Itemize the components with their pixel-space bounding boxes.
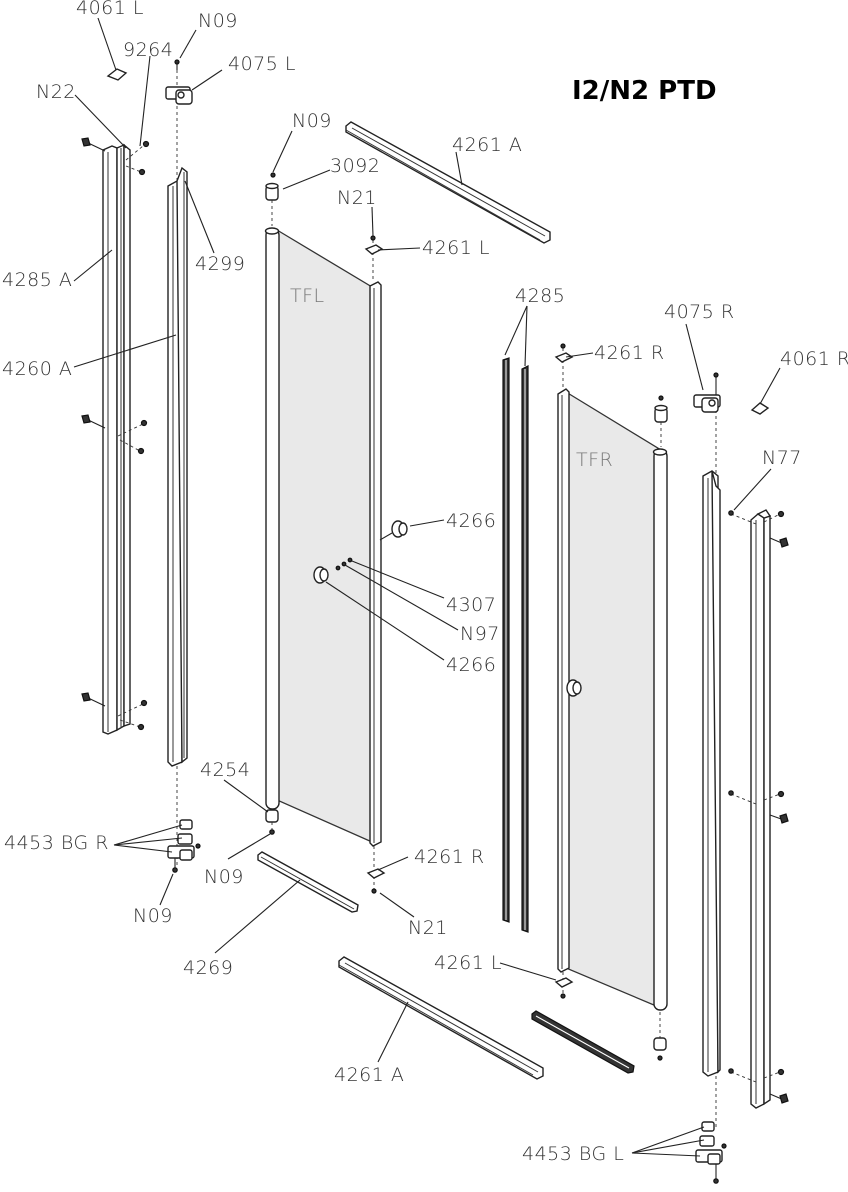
label-4266-top: 4266 <box>446 510 496 532</box>
door-left-tfl <box>264 172 408 894</box>
label-n09-bot: N09 <box>204 866 244 888</box>
label-n09-left: N09 <box>133 905 173 927</box>
label-4261r-bot: 4261 R <box>414 846 485 868</box>
hinge-top-right <box>693 372 770 415</box>
label-4075r: 4075 R <box>664 301 735 323</box>
wall-profile-right <box>728 509 789 1109</box>
glass-label-right: TFR <box>576 449 613 471</box>
label-n09-top: N09 <box>198 10 238 32</box>
label-3092: 3092 <box>330 155 380 177</box>
guide-4269 <box>257 851 359 913</box>
label-n22: N22 <box>36 81 76 103</box>
label-4260a: 4260 A <box>2 358 72 380</box>
label-4307: 4307 <box>446 594 496 616</box>
label-4261a-top: 4261 A <box>452 134 522 156</box>
label-4453bgr: 4453 BG R <box>4 832 109 854</box>
label-n21-top: N21 <box>337 187 377 209</box>
hinge-bottom-left <box>167 819 201 873</box>
label-9264: 9264 <box>123 39 173 61</box>
label-4299: 4299 <box>195 253 245 275</box>
label-4061r: 4061 R <box>780 348 848 370</box>
label-4261a-bot: 4261 A <box>334 1064 404 1086</box>
adjustment-profile-right <box>702 410 721 1130</box>
label-4285a: 4285 A <box>2 269 72 291</box>
label-4261l-bot: 4261 L <box>434 952 502 974</box>
hinge-bottom-right <box>695 1121 727 1184</box>
label-4261l-top: 4261 L <box>422 237 490 259</box>
label-4061l: 4061 L <box>76 0 144 19</box>
hinge-top-left <box>106 59 193 105</box>
label-n77: N77 <box>762 447 802 469</box>
guide-right <box>531 1010 635 1074</box>
adjustment-profile-left <box>167 70 188 866</box>
label-n09-door: N09 <box>292 110 332 132</box>
seals-4285 <box>502 357 529 933</box>
label-4285: 4285 <box>515 285 565 307</box>
label-4261r-top: 4261 R <box>594 342 665 364</box>
rail-bottom <box>338 956 544 1080</box>
diagram-title: I2/N2 PTD <box>572 76 717 106</box>
wall-profile-left <box>81 137 150 735</box>
door-right-tfr <box>554 343 668 1061</box>
rail-top <box>345 121 551 244</box>
label-n97: N97 <box>460 623 500 645</box>
label-n21-bot: N21 <box>408 917 448 939</box>
glass-label-left: TFL <box>290 285 325 307</box>
label-4254: 4254 <box>200 759 250 781</box>
label-4269: 4269 <box>183 957 233 979</box>
label-4075l: 4075 L <box>228 53 296 75</box>
leader-lines <box>73 17 781 1157</box>
label-4266-bot: 4266 <box>446 654 496 676</box>
label-4453bgl: 4453 BG L <box>522 1143 624 1165</box>
